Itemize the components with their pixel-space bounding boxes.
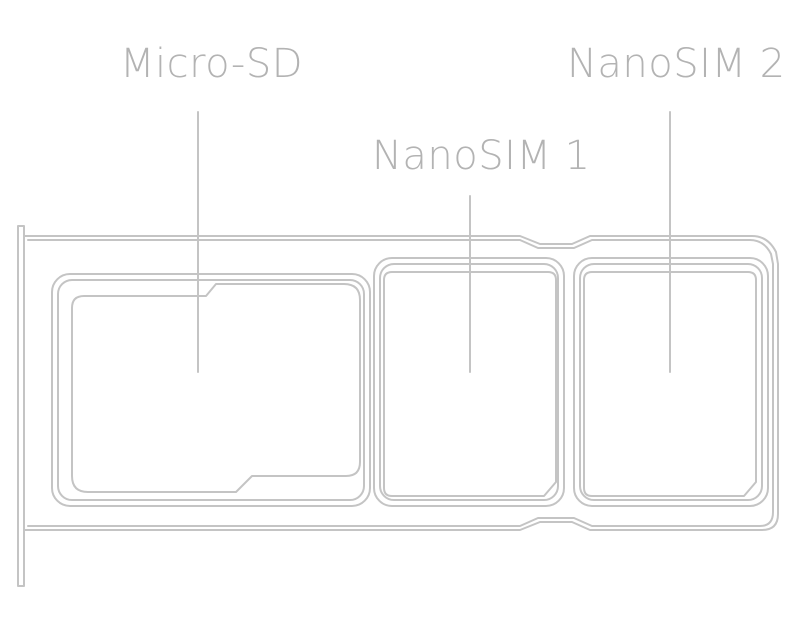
nano-sim-1-label: NanoSIM 1 [372, 133, 591, 179]
micro-sd-slot [51, 273, 371, 507]
micro-sd-label: Micro-SD [120, 41, 304, 87]
tray-inner-outline [27, 239, 774, 527]
tray-outline [23, 235, 779, 531]
nano-sim-2-label: NanoSIM 2 [567, 41, 786, 87]
tray-handle [17, 225, 25, 587]
